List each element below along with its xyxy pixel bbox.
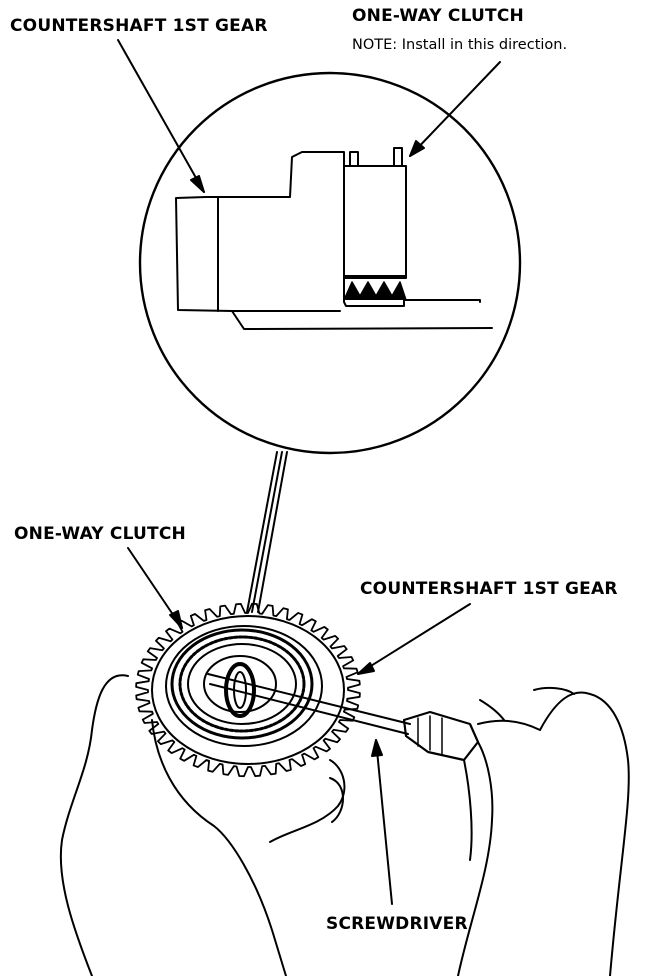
right-hand-knuckle [479, 686, 575, 721]
label-oneway-clutch-top: ONE-WAY CLUTCH [352, 6, 524, 26]
left-hand-finger [329, 777, 344, 823]
label-countershaft-bottom: COUNTERSHAFT 1ST GEAR [360, 579, 618, 599]
gear-body-outer [151, 615, 345, 765]
arrow-owc-top-head [409, 140, 425, 157]
arrow-sd-line [375, 739, 393, 905]
arrow-owc-top-line [409, 61, 501, 157]
right-hand [457, 691, 630, 976]
screwdriver-shaft-top [207, 673, 411, 725]
left-hand [59, 674, 346, 976]
screwdriver-handle [402, 710, 480, 762]
screwdriver [207, 673, 480, 762]
arrow-cs-low-line [357, 603, 471, 675]
clutch-block [343, 165, 407, 279]
clutch-sprag-shading [343, 281, 407, 301]
clutch-ring-core [187, 643, 297, 725]
clutch-ring-outer [170, 628, 314, 740]
arrow-sd-head [371, 739, 383, 757]
hub-bore [203, 655, 277, 713]
clutch-ring-inner [178, 635, 306, 733]
gear-body-mid [165, 625, 323, 747]
label-oneway-clutch-bottom: ONE-WAY CLUTCH [14, 524, 186, 544]
arrow-cs-top-line [117, 39, 205, 193]
label-screwdriver: SCREWDRIVER [326, 914, 468, 934]
inner-race [224, 662, 256, 718]
leader-arrows [117, 39, 501, 905]
screwdriver-shaft-bottom [209, 683, 409, 735]
detail-stem [246, 451, 288, 613]
screwdriver-grip [417, 715, 443, 755]
clutch-pin-right [393, 147, 403, 167]
detail-magnifier [138, 71, 522, 613]
label-countershaft-top: COUNTERSHAFT 1ST GEAR [10, 16, 268, 36]
gear-assembly [135, 602, 361, 778]
clutch-pin-left [349, 151, 359, 167]
gear-cross-section [175, 151, 493, 330]
arrow-cs-top-head [190, 175, 205, 193]
note-install-direction: NOTE: Install in this direction. [352, 37, 568, 53]
detail-circle [138, 71, 522, 455]
arrow-owc-low-head [169, 610, 183, 629]
gear-teeth [135, 602, 361, 778]
arrow-cs-low-head [357, 662, 375, 675]
